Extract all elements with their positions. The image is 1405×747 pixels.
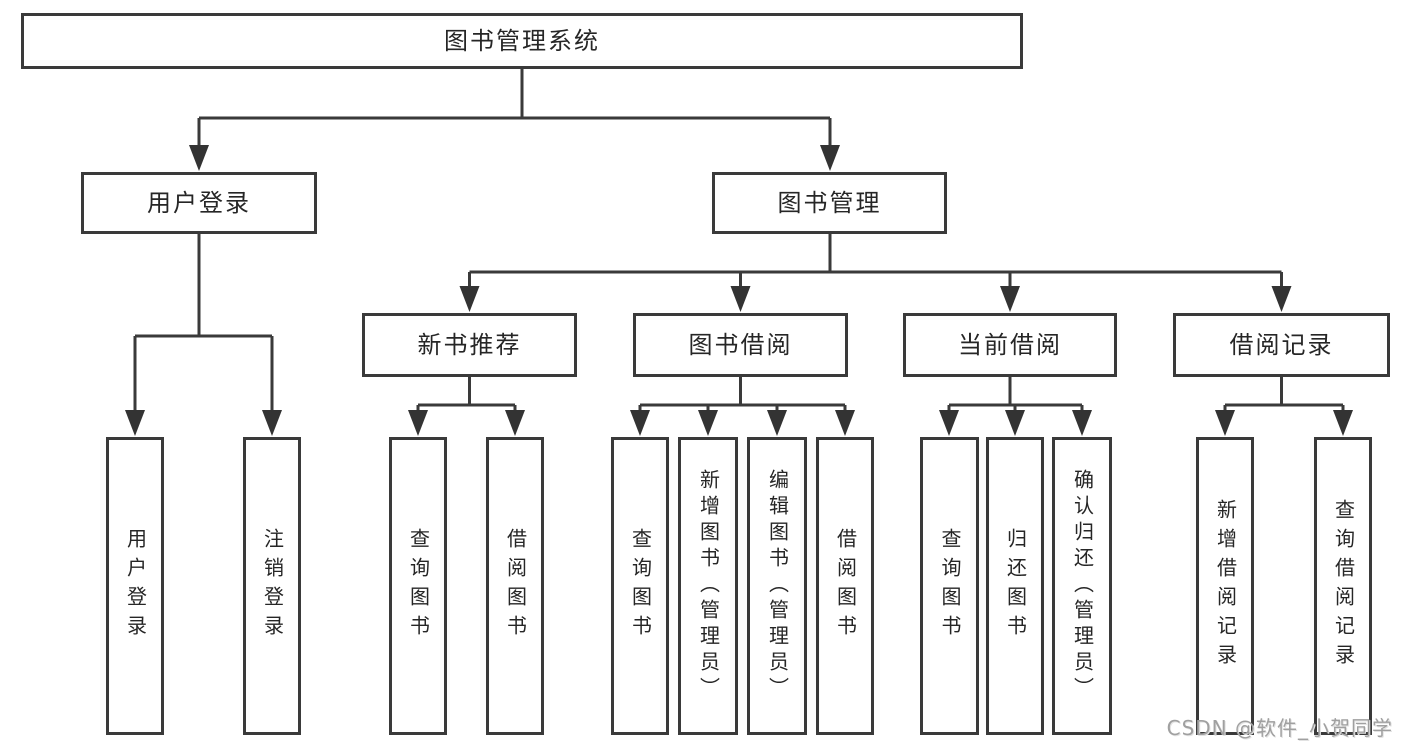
leaf-current-return-books: 归还图书 [986,437,1044,735]
node-current-borrow: 当前借阅 [903,313,1117,377]
node-borrow-records: 借阅记录 [1173,313,1390,377]
node-root-system: 图书管理系统 [21,13,1023,69]
leaf-recommend-borrow-books: 借阅图书 [486,437,544,735]
watermark: CSDN @软件_小贺同学 [1166,716,1393,740]
connector-paths [133,68,1345,414]
leaf-borrow-borrow-books: 借阅图书 [816,437,874,735]
leaf-recommend-query-books: 查询图书 [389,437,447,735]
leaf-borrow-add-books-admin: 新增图书（管理员） [678,437,738,735]
leaf-logout: 注销登录 [243,437,301,735]
leaf-records-query-record: 查询借阅记录 [1314,437,1372,735]
leaf-borrow-query-books: 查询图书 [611,437,669,735]
leaf-user-login: 用户登录 [106,437,164,735]
node-user-login: 用户登录 [81,172,317,234]
leaf-current-confirm-return-admin: 确认归还（管理员） [1052,437,1112,735]
leaf-borrow-edit-books-admin: 编辑图书（管理员） [747,437,807,735]
node-new-book-recommend: 新书推荐 [362,313,577,377]
node-book-management: 图书管理 [712,172,947,234]
node-book-borrow: 图书借阅 [633,313,848,377]
leaf-records-add-record: 新增借阅记录 [1196,437,1254,735]
leaf-current-query-books: 查询图书 [920,437,979,735]
